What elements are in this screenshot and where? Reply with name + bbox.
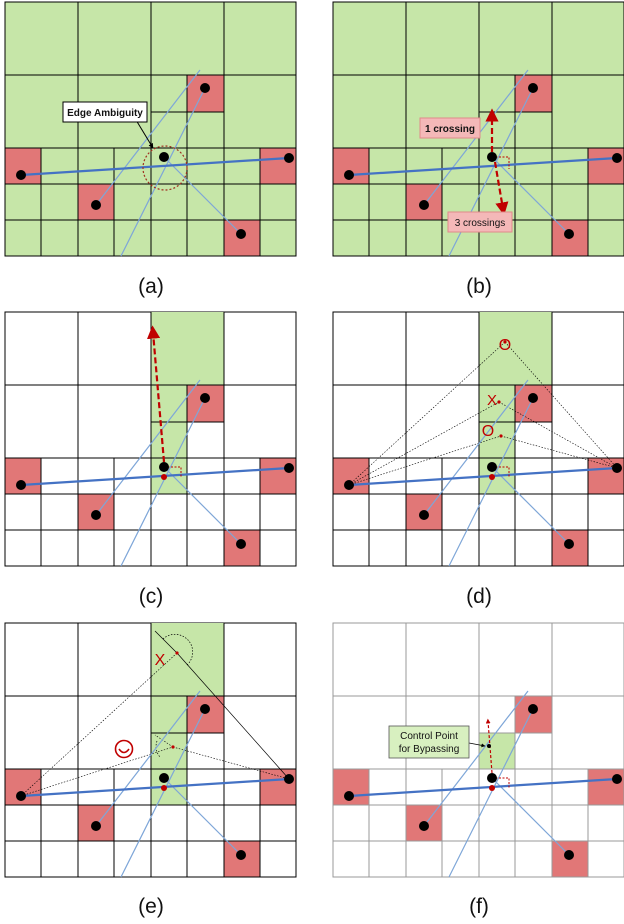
main-edge	[20, 777, 290, 798]
projection-point	[161, 785, 167, 791]
edge-ambiguity-box	[62, 101, 148, 123]
nodes	[344, 704, 622, 860]
candidate-rays	[20, 652, 290, 797]
main-edge	[348, 156, 618, 177]
control-point-label-line2: for Bypassing	[399, 744, 460, 755]
three-crossings-box	[447, 211, 513, 233]
panel-f: Control Point for Bypassing	[332, 622, 624, 878]
panel-label-f: (f)	[469, 895, 489, 918]
panel-label-d: (d)	[466, 585, 492, 608]
callout-pointer	[468, 742, 486, 748]
node-cells	[332, 384, 624, 567]
main-edge	[20, 466, 290, 487]
candidate-dots	[497, 340, 507, 438]
nodes	[16, 393, 294, 549]
light-edges	[95, 379, 242, 567]
three-crossings-label: 3 crossings	[455, 218, 506, 229]
projection-point	[161, 474, 167, 480]
nodes	[344, 83, 622, 239]
panel-b: 1 crossing 3 crossings	[332, 1, 624, 257]
circle-mark-bottom: O	[482, 423, 494, 440]
panel-label-a: (a)	[138, 275, 164, 298]
candidate-rays	[348, 341, 618, 486]
light-edges	[95, 69, 242, 257]
angle-lines	[154, 630, 290, 780]
nodes	[16, 704, 294, 860]
node-cells	[4, 74, 297, 257]
smiley-icon	[114, 739, 134, 759]
ambiguity-circle	[142, 145, 188, 191]
main-edge	[348, 466, 618, 487]
cross-mark: X	[155, 652, 166, 669]
projection-point	[489, 474, 495, 480]
projection-point	[489, 785, 495, 791]
bypass-arrow	[146, 325, 166, 463]
circle-mark-top: O	[499, 337, 511, 354]
arrow-down	[493, 161, 509, 216]
main-edge	[348, 777, 618, 798]
main-edge	[20, 156, 290, 177]
nodes	[16, 83, 294, 239]
candidate-dots	[171, 651, 179, 749]
right-angle-mark	[492, 156, 510, 169]
panel-a: Edge Ambiguity	[4, 1, 297, 257]
cross-mark: X	[487, 392, 497, 409]
nodes	[344, 393, 622, 549]
one-crossing-label: 1 crossing	[425, 124, 475, 135]
one-crossing-box	[419, 117, 481, 139]
control-point-label-line1: Control Point	[400, 731, 458, 742]
green-cell	[479, 733, 515, 769]
panel-label-e: (e)	[138, 895, 164, 918]
panel-label-b: (b)	[466, 275, 492, 298]
light-edges	[95, 690, 242, 878]
edge-ambiguity-label: Edge Ambiguity	[67, 108, 143, 119]
panel-label-c: (c)	[139, 585, 164, 608]
control-point	[487, 744, 491, 748]
panel-e: X	[4, 622, 297, 878]
light-edges	[423, 379, 570, 567]
control-point-box	[388, 725, 470, 759]
panel-d: O X O	[332, 311, 624, 567]
panel-c	[4, 311, 297, 567]
light-edges	[423, 690, 570, 878]
